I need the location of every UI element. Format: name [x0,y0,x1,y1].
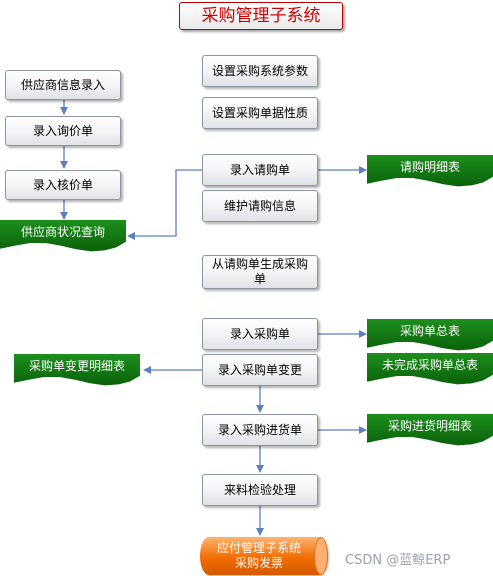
receipt-detail-report[interactable]: 采购进货明细表 [367,414,493,446]
set-doc-type-node[interactable]: 设置采购单据性质 [202,97,318,129]
price-check-entry-node[interactable]: 录入核价单 [5,170,121,200]
payables-subsystem-label: 应付管理子系统 采购发票 [200,541,318,571]
enter-purchase-request-node[interactable]: 录入请购单 [202,154,318,186]
enter-purchase-receipt-node[interactable]: 录入采购进货单 [202,414,318,446]
incoming-inspection-node[interactable]: 来料检验处理 [202,474,318,506]
diagram-title: 采购管理子系统 [179,2,343,30]
po-change-detail-report[interactable]: 采购单变更明细表 [14,354,140,386]
inquiry-entry-node[interactable]: 录入询价单 [5,116,121,146]
set-system-params-node[interactable]: 设置采购系统参数 [202,55,318,87]
generate-po-from-request-node[interactable]: 从请购单生成采购单 [202,255,318,289]
payables-subsystem-line1: 应付管理子系统 [216,541,301,555]
arrow-request-to-supplier-status [127,169,202,240]
payables-subsystem-node[interactable]: 应付管理子系统 采购发票 [200,537,328,575]
supplier-status-query-label: 供应商状况查询 [20,225,105,239]
payables-subsystem-line2: 采购发票 [234,556,283,570]
receipt-detail-label: 采购进货明细表 [387,419,472,433]
enter-po-change-node[interactable]: 录入采购单变更 [202,354,318,386]
watermark-text: CSDN @蓝鲸ERP [345,553,451,568]
po-change-detail-label: 采购单变更明细表 [28,359,125,373]
enter-purchase-order-node[interactable]: 录入采购单 [202,318,318,350]
cylinder-end-cap [314,537,328,575]
open-po-summary-label: 未完成采购单总表 [381,358,478,372]
request-detail-label: 请购明细表 [399,160,460,174]
supplier-info-entry-node[interactable]: 供应商信息录入 [5,70,121,100]
maintain-request-info-node[interactable]: 维护请购信息 [202,190,318,222]
po-summary-label: 采购单总表 [399,324,460,338]
